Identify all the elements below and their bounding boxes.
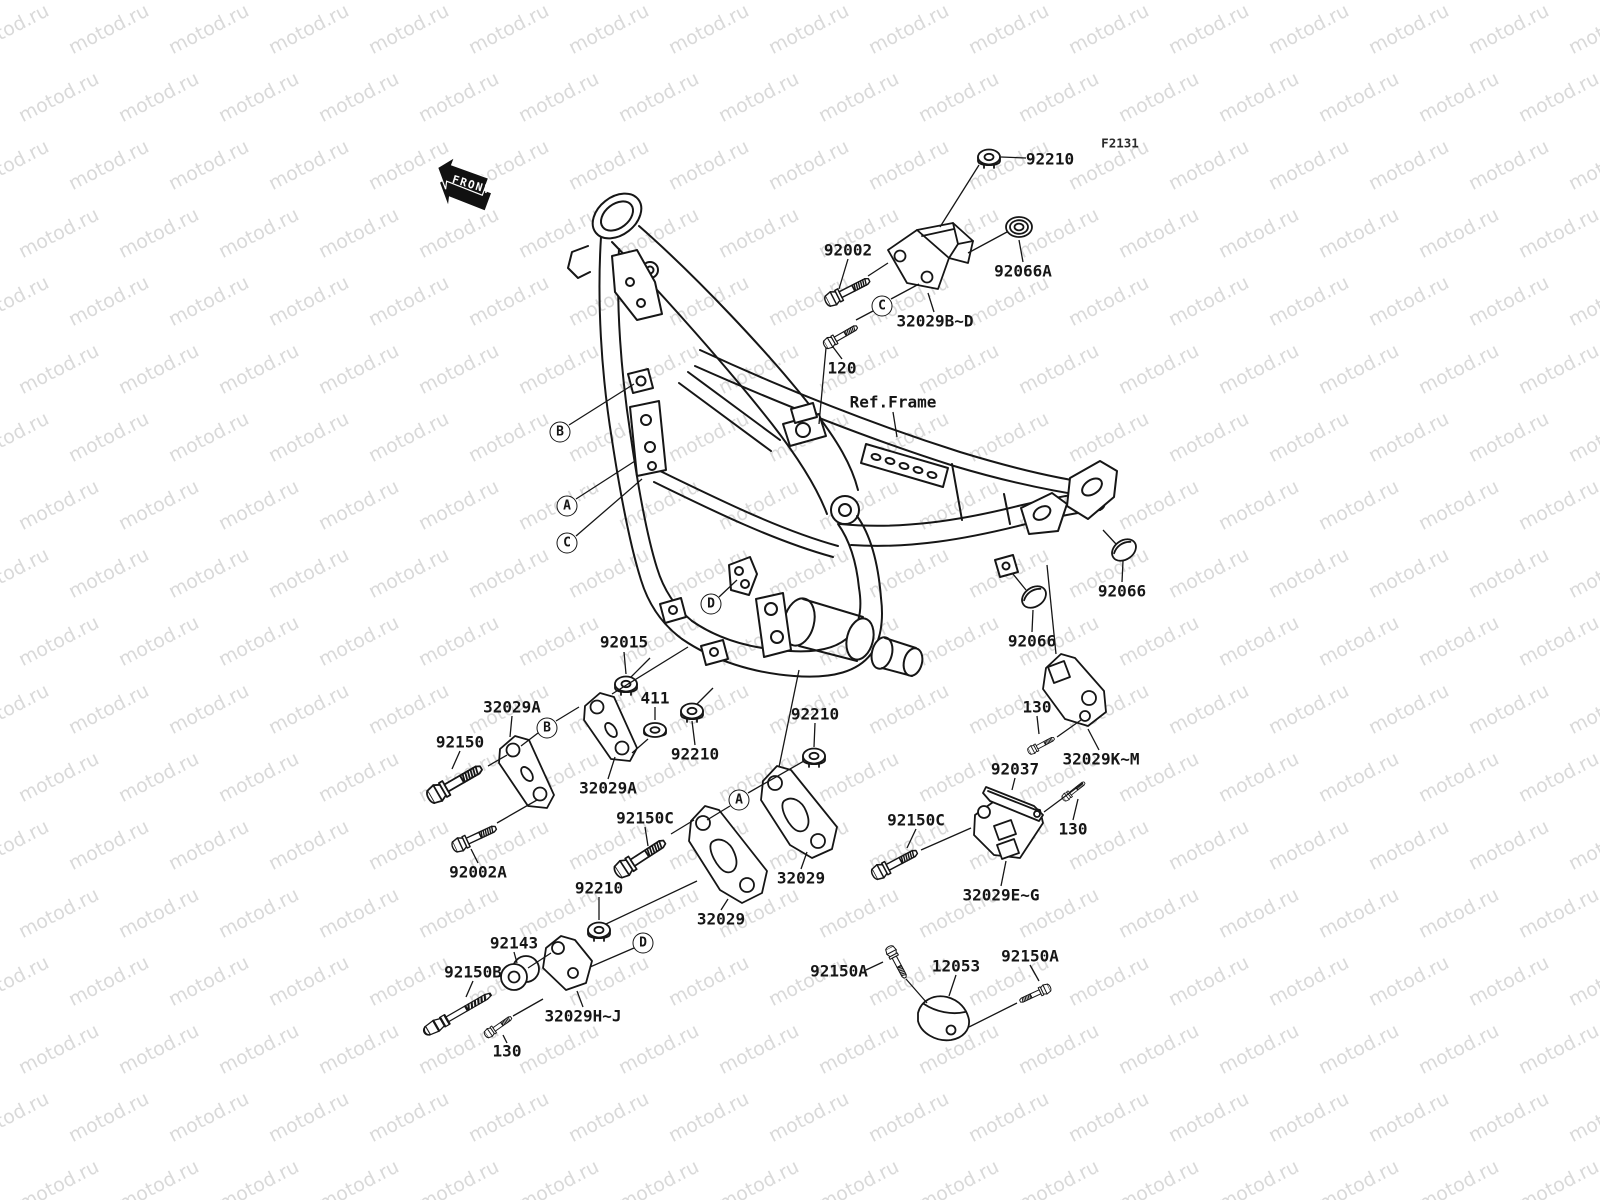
part-label-92210-mid-left: 92210	[670, 744, 720, 764]
part-32029B-D-bracket	[887, 222, 974, 290]
callout-letter-c-3: C	[556, 532, 578, 554]
part-label-92150C-right: 92150C	[887, 810, 945, 830]
part-32029A-left-bracket	[498, 735, 555, 809]
part-32029-right-bracket	[760, 765, 838, 859]
part-32029-left-bracket	[688, 805, 768, 904]
fiche-code-label: F2131	[1101, 135, 1139, 151]
part-label-32029A-top: 32029A	[483, 697, 541, 717]
ref-frame-label: Ref.Frame	[849, 392, 937, 412]
part-label-92015: 92015	[599, 632, 649, 652]
part-label-92150A-right: 92150A	[1001, 946, 1059, 966]
part-label-32029A-bottom: 32029A	[579, 778, 637, 798]
head-tube	[591, 192, 643, 240]
part-label-12053: 12053	[931, 956, 981, 976]
part-label-92210-low: 92210	[574, 878, 624, 898]
part-label-92150C-left: 92150C	[616, 808, 674, 828]
callout-letter-a-2: A	[556, 495, 578, 517]
part-label-92150A-left: 92150A	[810, 961, 868, 981]
callout-letter-d-7: D	[632, 932, 654, 954]
part-label-92002A: 92002A	[449, 862, 507, 882]
part-label-130-mid: 130	[1022, 697, 1052, 717]
part-label-32029K-M: 32029K~M	[1062, 749, 1140, 769]
part-label-92143: 92143	[489, 933, 539, 953]
part-label-92037: 92037	[990, 759, 1040, 779]
part-12053-bracket	[917, 995, 970, 1042]
callout-letter-d-4: D	[700, 593, 722, 615]
part-label-92066-right: 92066	[1097, 581, 1147, 601]
part-92037-strip	[982, 786, 1044, 822]
callout-letter-a-6: A	[728, 789, 750, 811]
part-label-92066A: 92066A	[994, 261, 1052, 281]
part-label-92002: 92002	[823, 240, 873, 260]
part-32029H-J-bracket	[542, 935, 593, 991]
part-label-32029-right: 32029	[776, 868, 826, 888]
part-label-92210-mid-right: 92210	[790, 704, 840, 724]
callout-letter-b-1: B	[549, 421, 571, 443]
part-label-130-right: 130	[1058, 819, 1088, 839]
callout-letter-c-0: C	[871, 295, 893, 317]
part-label-120: 120	[827, 358, 857, 378]
front-arrow: FRONT	[436, 155, 493, 211]
part-label-32029B-D: 32029B~D	[896, 311, 974, 331]
part-label-32029E-G: 32029E~G	[962, 885, 1040, 905]
motorcycle-frame-art	[567, 192, 1118, 678]
callout-letter-b-5: B	[536, 717, 558, 739]
part-label-92066-left: 92066	[1007, 631, 1057, 651]
part-label-130-bottom: 130	[492, 1041, 522, 1061]
part-label-92150B: 92150B	[444, 962, 502, 982]
part-label-32029H-J: 32029H~J	[544, 1006, 622, 1026]
part-label-411: 411	[640, 688, 670, 708]
part-label-32029-left: 32029	[696, 909, 746, 929]
part-32029K-M-bracket	[1042, 653, 1107, 727]
leader-lines	[451, 156, 1124, 1044]
loose-parts	[420, 148, 1141, 1042]
part-label-92210-top: 92210	[1025, 149, 1075, 169]
part-label-92150: 92150	[435, 732, 485, 752]
part-32029A-right-bracket	[583, 692, 638, 762]
